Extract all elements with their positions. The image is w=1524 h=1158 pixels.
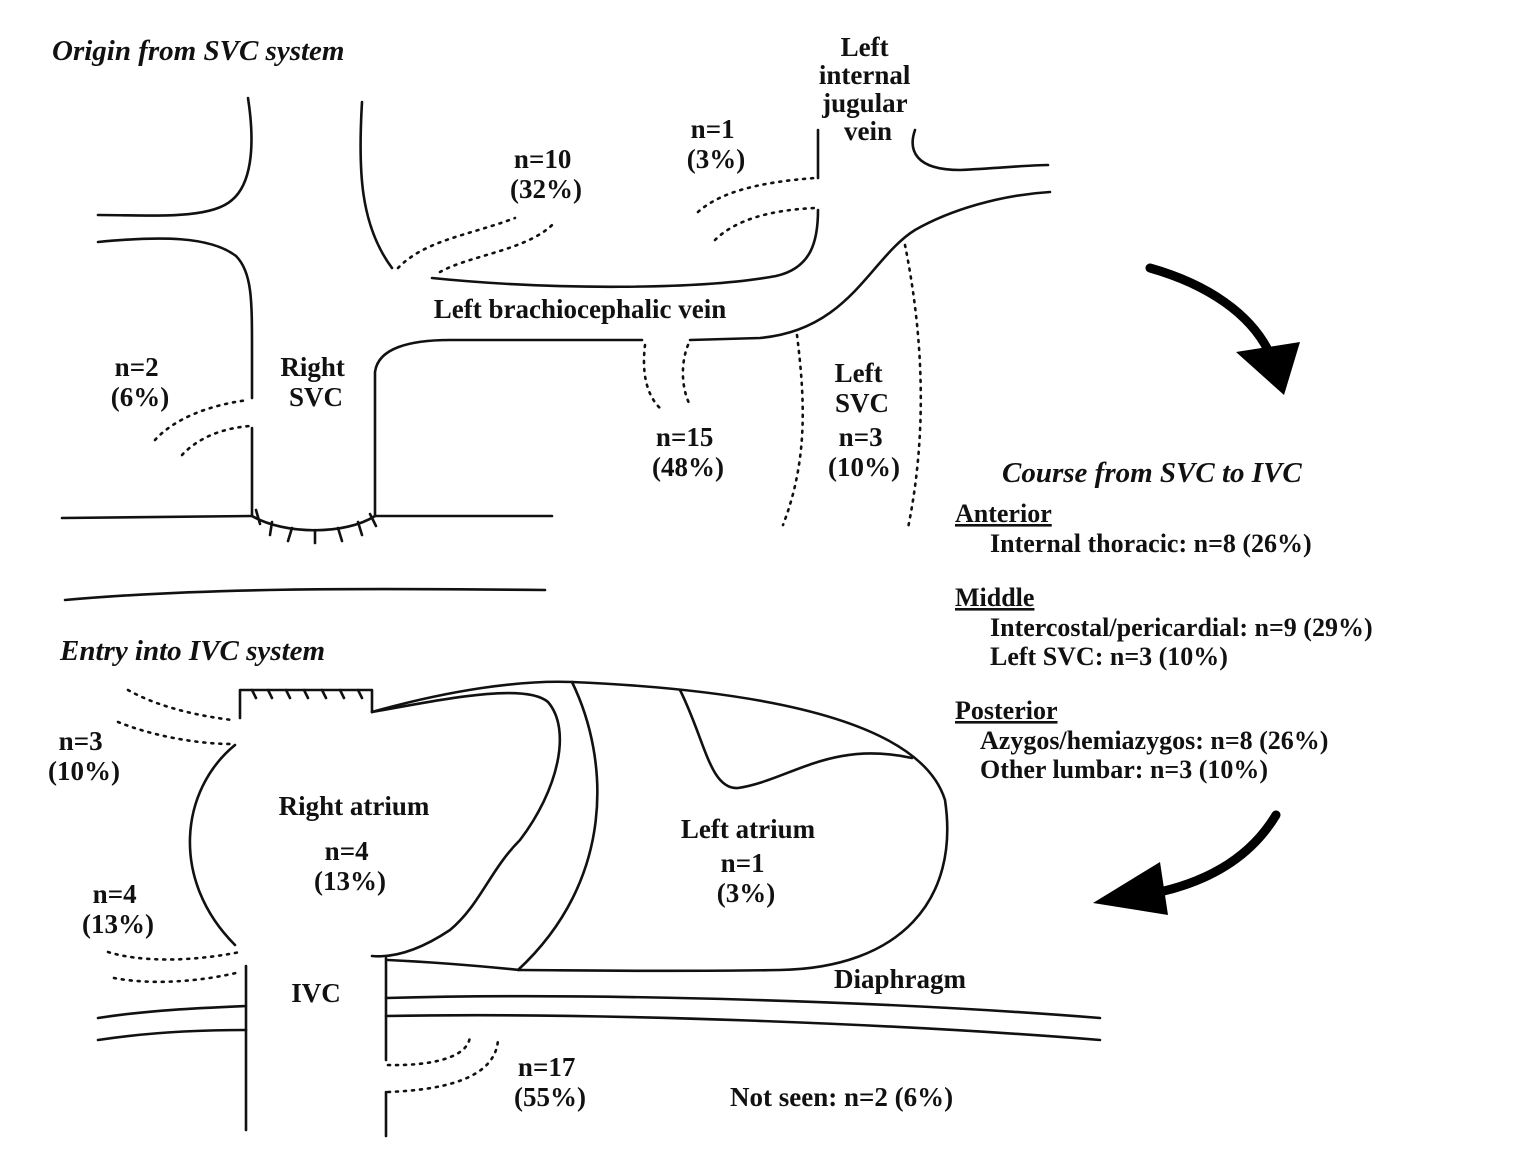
course-panel: Course from SVC to IVC Anterior Internal… bbox=[955, 457, 1373, 784]
left-atrium-count: n=1 (3%) bbox=[717, 848, 775, 908]
middle-item-left-svc: Left SVC: n=3 (10%) bbox=[990, 642, 1228, 671]
ivc-system-drawing bbox=[96, 680, 1102, 1138]
origin-title: Origin from SVC system bbox=[52, 35, 344, 67]
n17-label: n=17 (55%) bbox=[514, 1052, 586, 1112]
n1-label: n=1 (3%) bbox=[687, 114, 745, 174]
right-atrium-label: Right atrium bbox=[279, 791, 430, 821]
middle-item-intercostal: Intercostal/pericardial: n=9 (29%) bbox=[990, 613, 1373, 642]
left-atrium-label: Left atrium bbox=[681, 814, 816, 844]
n3-svc-label: n=3 (10%) bbox=[828, 422, 900, 482]
ivc-label: IVC bbox=[291, 978, 341, 1008]
right-svc-label: Right SVC bbox=[280, 352, 351, 412]
n10-label: n=10 (32%) bbox=[510, 144, 582, 204]
posterior-item-azygos: Azygos/hemiazygos: n=8 (26%) bbox=[980, 726, 1328, 755]
posterior-header: Posterior bbox=[955, 696, 1058, 725]
ivc-labels: Entry into IVC system n=3 (10%) Right at… bbox=[48, 635, 967, 1112]
right-atrium-count: n=4 (13%) bbox=[314, 836, 386, 896]
left-brachiocephalic-vein-label: Left brachiocephalic vein bbox=[434, 294, 726, 324]
n15-label: n=15 (48%) bbox=[652, 422, 724, 482]
middle-header: Middle bbox=[955, 583, 1034, 612]
course-title: Course from SVC to IVC bbox=[1002, 457, 1302, 489]
diaphragm-label: Diaphragm bbox=[834, 964, 967, 994]
arrow-down-bottom bbox=[1155, 810, 1281, 897]
posterior-item-other-lumbar: Other lumbar: n=3 (10%) bbox=[980, 755, 1268, 784]
arrow-head-top bbox=[1236, 342, 1300, 395]
anterior-header: Anterior bbox=[955, 499, 1052, 528]
entry-title: Entry into IVC system bbox=[59, 635, 325, 667]
left-internal-jugular-vein-label: Left internal jugular vein bbox=[819, 32, 917, 146]
course-arrows bbox=[1093, 263, 1300, 915]
n4-label: n=4 (13%) bbox=[82, 879, 154, 939]
n2-label: n=2 (6%) bbox=[111, 352, 169, 412]
arrow-down-top bbox=[1145, 263, 1273, 355]
anterior-item-internal-thoracic: Internal thoracic: n=8 (26%) bbox=[990, 529, 1312, 558]
left-svc-label: Left SVC bbox=[835, 358, 890, 418]
svc-labels: Origin from SVC system Left internal jug… bbox=[52, 32, 917, 482]
arrow-head-bottom bbox=[1093, 862, 1168, 915]
svc-system-drawing bbox=[60, 96, 1052, 602]
not-seen-label: Not seen: n=2 (6%) bbox=[730, 1082, 953, 1112]
n3-right-atrium-label: n=3 (10%) bbox=[48, 726, 120, 786]
